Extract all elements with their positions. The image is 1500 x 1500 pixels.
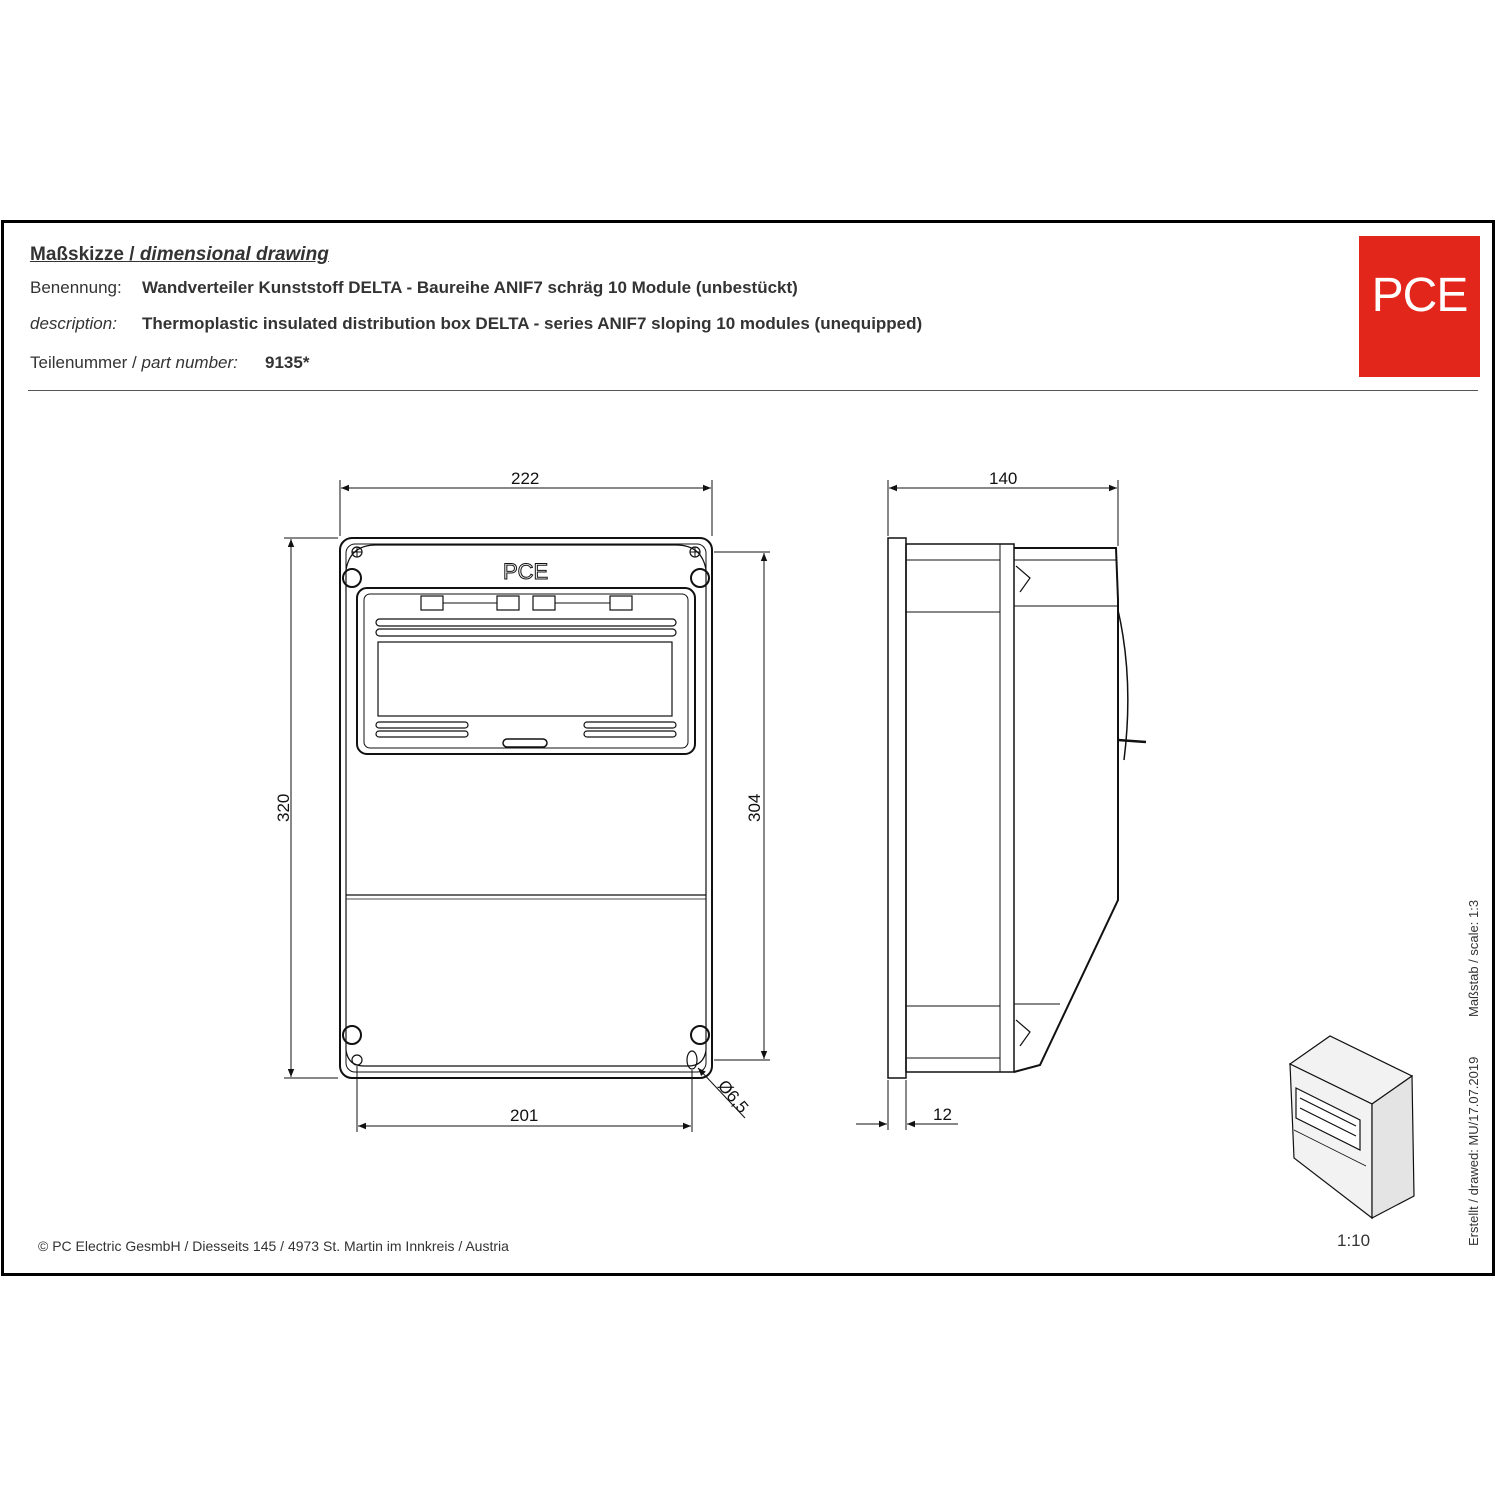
benennung-label: Benennung: bbox=[30, 278, 122, 297]
dim-height-304: 304 bbox=[745, 794, 764, 822]
side-view bbox=[887, 537, 1147, 1079]
dim-hole-diameter: Ø6,5 bbox=[714, 1076, 752, 1116]
copyright: © PC Electric GesmbH / Diesseits 145 / 4… bbox=[38, 1238, 509, 1254]
dim-depth-140: 140 bbox=[989, 469, 1017, 488]
drawn-by: Erstellt / drawed: MU/17.07.2019 bbox=[1466, 1056, 1481, 1246]
benennung-value: Wandverteiler Kunststoff DELTA - Baureih… bbox=[142, 278, 798, 297]
part-number-value: 9135* bbox=[265, 353, 310, 372]
dim-width-222: 222 bbox=[511, 469, 539, 488]
thumbnail-scale: 1:10 bbox=[1337, 1231, 1371, 1250]
drawing-title: Maßskizze / dimensional drawing bbox=[30, 244, 329, 265]
isometric-thumbnail bbox=[1288, 1035, 1415, 1220]
dim-height-320: 320 bbox=[274, 794, 293, 822]
drawing-frame bbox=[1, 220, 1495, 1276]
side-dimensions bbox=[856, 480, 1119, 1130]
description-label: description: bbox=[30, 314, 117, 333]
dim-flange-12: 12 bbox=[933, 1105, 952, 1124]
dim-hole-spacing-201: 201 bbox=[510, 1106, 538, 1125]
front-view bbox=[339, 537, 713, 1079]
box-logo: PCE bbox=[503, 559, 548, 584]
pce-logo: PCE bbox=[1359, 236, 1480, 377]
header-divider bbox=[28, 390, 1478, 391]
drawing-scale: Maßstab / scale: 1:3 bbox=[1466, 899, 1481, 1017]
description-value: Thermoplastic insulated distribution box… bbox=[142, 314, 923, 333]
front-dimensions bbox=[284, 480, 770, 1132]
part-number-label: Teilenummer / part number: bbox=[30, 353, 238, 372]
